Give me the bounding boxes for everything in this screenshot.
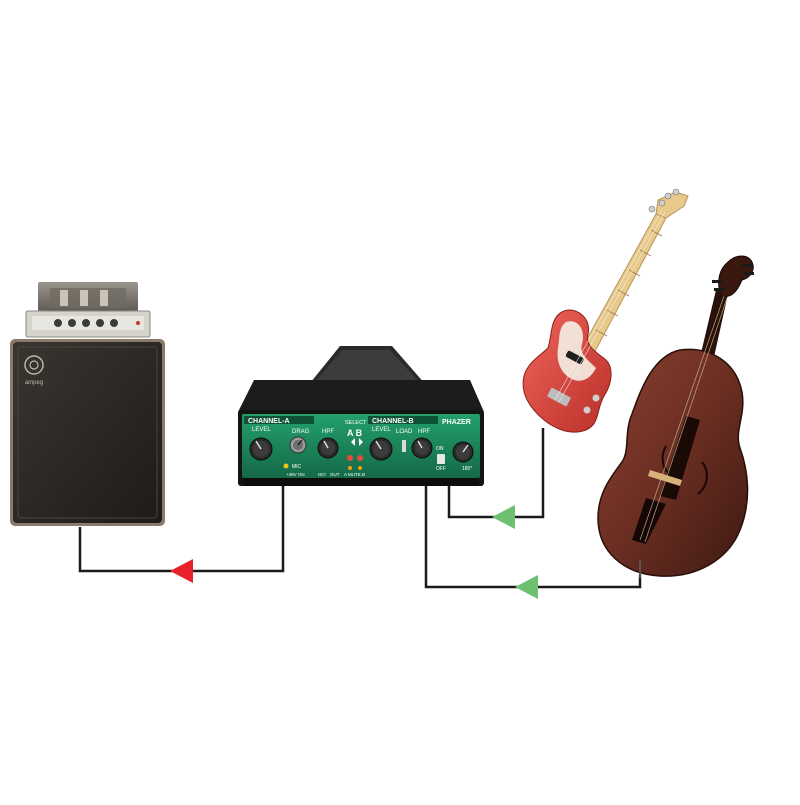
- channel-b-label: CHANNEL-B: [372, 418, 414, 425]
- amp-logo-icon: [24, 355, 44, 375]
- mic-label: MIC: [292, 464, 302, 470]
- amp-cabinet: ampeg: [10, 339, 165, 526]
- arrow-output-to-amp: [170, 559, 193, 583]
- level-b-label: LEVEL: [372, 427, 391, 433]
- out-label: OUT: [330, 472, 340, 477]
- hpf-b-label: HPF: [418, 429, 430, 435]
- bass-headstock: [655, 191, 689, 219]
- phantom-label: +48V ON: [286, 472, 305, 477]
- level-b-knob[interactable]: [369, 437, 393, 461]
- select-arrows-icon: [351, 438, 355, 446]
- load-switch[interactable]: [402, 440, 406, 452]
- select-a-led: [347, 455, 353, 461]
- hpf-b-knob[interactable]: [411, 437, 433, 459]
- hpf-a-knob[interactable]: [317, 437, 339, 459]
- bass-amp: ampeg: [10, 282, 165, 526]
- degree-label: 180°: [462, 466, 472, 472]
- pedal-control-panel: [242, 414, 480, 478]
- iso-label: ISO: [318, 472, 326, 477]
- pedal-chassis: [238, 380, 484, 412]
- load-label: LOAD: [396, 429, 413, 435]
- arrow-upright-bass-input: [515, 575, 538, 599]
- hpf-a-label: HPF: [322, 429, 334, 435]
- phazer-brand-label: PHAZER: [442, 419, 471, 426]
- amp-brand-label: ampeg: [25, 380, 43, 386]
- select-label: SELECT: [345, 420, 367, 426]
- drag-knob[interactable]: [289, 436, 307, 454]
- drag-label: DRAG: [292, 429, 310, 435]
- channel-a-label: CHANNEL-A: [248, 418, 290, 425]
- electric-bass-guitar: [522, 188, 689, 433]
- select-b-led: [357, 455, 363, 461]
- level-a-label: LEVEL: [252, 427, 271, 433]
- ab-label: A B: [347, 428, 363, 438]
- upright-double-bass: [597, 255, 754, 578]
- amp-head: [25, 282, 151, 338]
- mute-label: A MUTE B: [344, 472, 365, 477]
- arrow-bass-guitar-input: [492, 505, 515, 529]
- phase-knob[interactable]: [452, 441, 474, 463]
- off-label: OFF: [436, 466, 446, 472]
- mic-led: [283, 463, 289, 469]
- on-label: ON: [436, 446, 444, 452]
- mute-a-led: [348, 466, 352, 470]
- level-a-knob[interactable]: [249, 437, 273, 461]
- signal-arrows: [170, 505, 538, 599]
- phazer-pedal: CHANNEL-A CHANNEL-B LEVEL DRAG HPF SELEC…: [238, 346, 484, 486]
- on-off-switch[interactable]: [437, 454, 445, 464]
- mute-b-led: [358, 466, 362, 470]
